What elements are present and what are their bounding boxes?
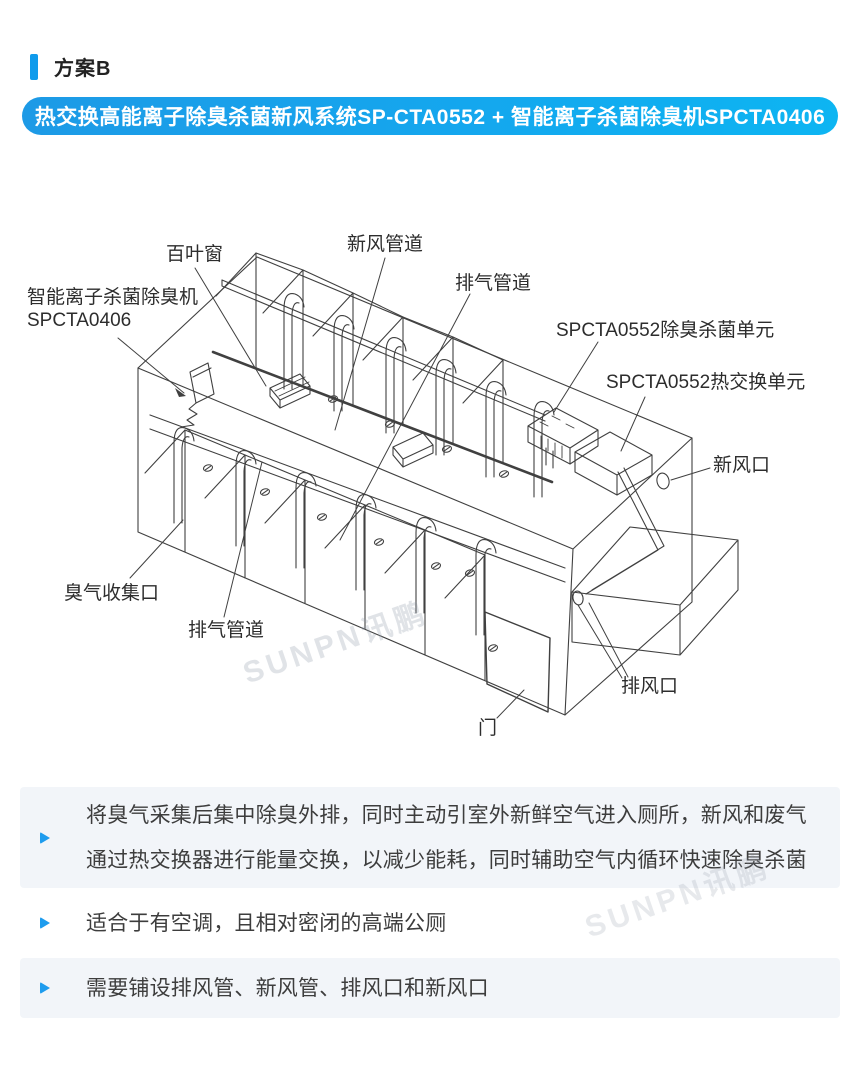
system-banner-text: 热交换高能离子除臭杀菌新风系统SP-CTA0552 + 智能离子杀菌除臭机SPC… [34,106,826,129]
bullet-triangle-icon [40,982,50,994]
system-banner: 热交换高能离子除臭杀菌新风系统SP-CTA0552 + 智能离子杀菌除臭机SPC… [22,97,838,135]
page-title: 方案B [54,58,112,80]
door-panel [484,611,551,713]
front-row-pipes [173,427,497,636]
leader-lines [117,257,711,719]
fresh-air-inlet-hole [656,472,670,490]
note-item: 适合于有空调，且相对密闭的高端公厕 [20,888,840,958]
building-inner-edges [137,367,693,716]
bullet-triangle-icon [40,917,50,929]
louver-window [269,373,311,409]
building-outline [137,256,693,716]
label-exhaust-duct-top: 排气管道 [455,273,532,294]
exhaust-outlet-hole [572,590,584,606]
label-door: 门 [478,718,498,739]
deodorize-unit-box [527,407,599,469]
label-fresh-air-duct: 新风管道 [347,234,424,255]
fresh-air-duct-lines [221,279,546,422]
bullet-triangle-icon [40,831,50,844]
ion-machine-box [180,362,215,428]
leader-arrowhead [175,388,186,397]
heat-exchange-unit-box [574,431,653,496]
diagram-linework [117,252,739,719]
section-header: 方案B [30,52,111,81]
back-wall-top-edge [211,350,554,484]
exhaust-housing-box [571,526,739,656]
label-exhaust-duct-bottom: 排气管道 [188,620,265,641]
accent-bar-icon [30,53,38,80]
label-fresh-air-inlet: 新风口 [713,455,771,476]
label-heat-exchange-unit: SPCTA0552热交换单元 [606,372,806,393]
note-text: 需要铺设排风管、新风管、排风口和新风口 [86,976,489,1000]
label-deodorize-unit: SPCTA0552除臭杀菌单元 [556,320,775,341]
label-exhaust-outlet: 排风口 [621,676,679,697]
note-text: 适合于有空调，且相对密闭的高端公厕 [86,911,447,935]
label-ion-machine: 智能离子杀菌除臭机SPCTA0406 [27,287,199,331]
isometric-diagram: SUNPN讯鹏 百叶窗 新风管道 排气管道 智能离子杀菌除臭机SPCTA0406… [0,200,860,770]
note-item: 需要铺设排风管、新风管、排风口和新风口 [20,958,840,1018]
exhaust-main-duct-lines [149,414,566,583]
right-side-pipe [585,467,665,595]
note-text: 将臭气采集后集中除臭外排，同时主动引室外新鲜空气进入厕所，新风和废气通过热交换器… [86,803,807,872]
label-louver: 百叶窗 [166,244,224,265]
label-odor-collect-inlet: 臭气收集口 [64,583,160,604]
note-item: 将臭气采集后集中除臭外排，同时主动引室外新鲜空气进入厕所，新风和废气通过热交换器… [20,787,840,888]
corridor-vent-box [392,432,434,468]
